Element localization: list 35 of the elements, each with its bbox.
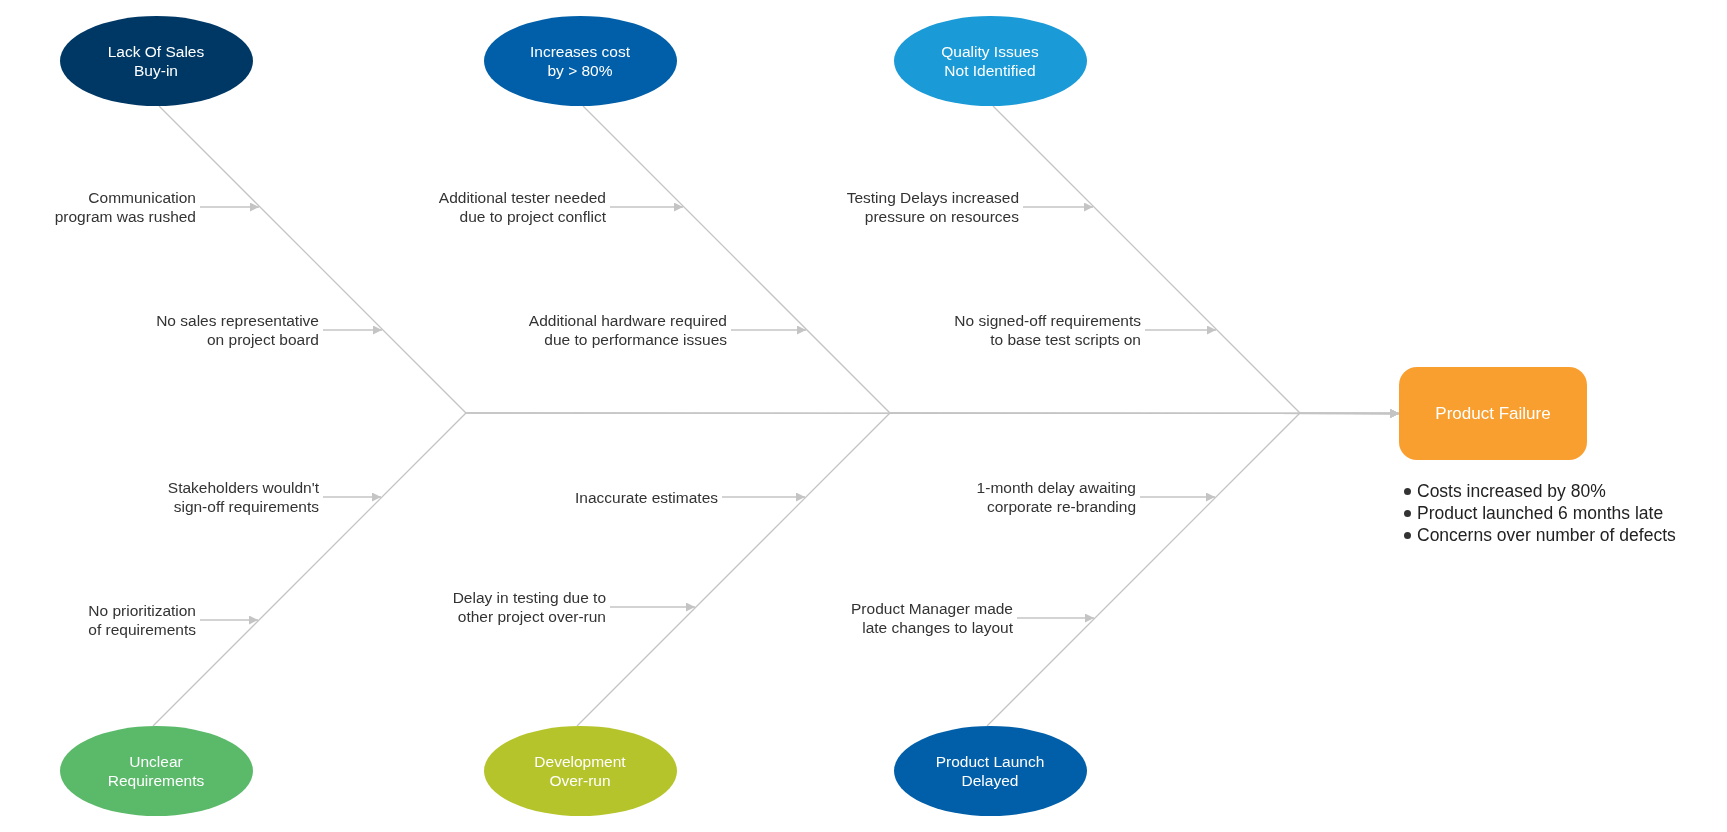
cause-text: 1-month delay awaiting corporate re-branding	[976, 478, 1136, 516]
arrow	[1022, 202, 1094, 212]
arrow	[730, 325, 807, 335]
arrow	[1139, 492, 1216, 502]
arrow	[322, 492, 382, 502]
category-label: Increases cost by > 80%	[530, 42, 630, 80]
cause-text: Inaccurate estimates	[575, 487, 718, 507]
category-label: Lack Of Sales Buy-in	[107, 42, 205, 80]
bullet-text: Product launched 6 months late	[1417, 502, 1664, 524]
arrow	[1144, 325, 1217, 335]
cause-text: No prioritization of requirements	[88, 601, 196, 639]
cause-text: Additional hardware required due to performance issues	[528, 311, 727, 349]
cause-text: Testing Delays increased pressure on resources	[846, 188, 1019, 226]
cause-text: No sales representative on project board	[156, 311, 319, 349]
cause-text: Stakeholders wouldn't sign-off requirements	[167, 478, 319, 516]
arrow	[322, 325, 383, 335]
cause-text: No signed-off requirements to base test scripts on	[954, 311, 1141, 349]
category-label: Development Over-run	[534, 752, 626, 790]
arrow	[609, 202, 684, 212]
arrow	[721, 492, 806, 502]
arrow	[199, 615, 259, 625]
category-label: Product Launch Delayed	[935, 752, 1045, 790]
arrow	[1016, 613, 1095, 623]
category-label: Quality Issues Not Identified	[941, 42, 1039, 80]
cause-text: Product Manager made late changes to layout	[851, 599, 1013, 637]
cause-text: Communication program was rushed	[54, 188, 196, 226]
effect-box	[1399, 367, 1587, 460]
cause-text: Delay in testing due to other project over-run	[452, 588, 606, 626]
effect-label: Product Failure	[1435, 403, 1551, 424]
cause-text: Additional tester needed due to project conflict	[438, 188, 606, 226]
bullet-text: Costs increased by 80%	[1417, 480, 1606, 502]
bullet-text: Concerns over number of defects	[1417, 524, 1676, 546]
arrow	[199, 202, 260, 212]
arrow	[609, 602, 696, 612]
category-label: Unclear Requirements	[107, 752, 205, 790]
